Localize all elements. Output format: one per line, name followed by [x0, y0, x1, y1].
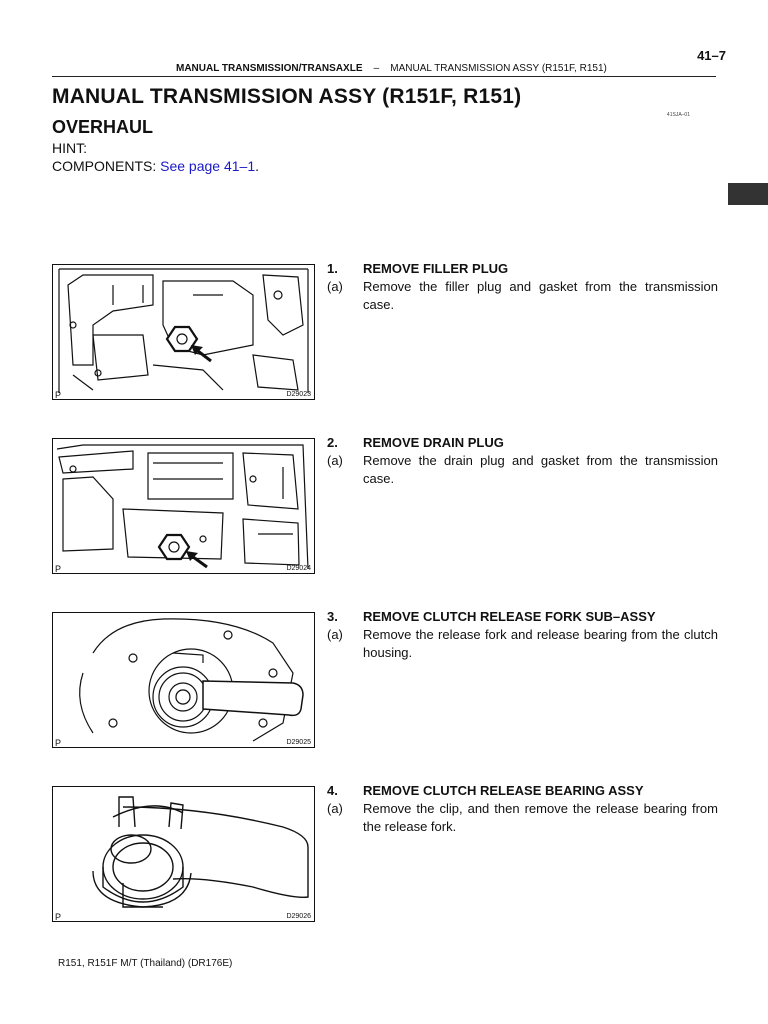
step-number: 2. [327, 435, 338, 450]
step-sub-label: (a) [327, 453, 343, 468]
step-text: Remove the drain plug and gasket from th… [363, 453, 718, 486]
step-3: 3. REMOVE CLUTCH RELEASE FORK SUB–ASSY (… [327, 608, 718, 662]
figure-mark: P [55, 738, 62, 748]
step-text: Remove the filler plug and gasket from t… [363, 279, 718, 312]
doc-code: 41SJA–01 [666, 112, 690, 118]
components-line: COMPONENTS: See page 41–1. [52, 158, 259, 174]
figure-id: D29023 [286, 391, 311, 398]
figure-mark: P [55, 390, 62, 400]
step-number: 1. [327, 261, 338, 276]
step-sub-label: (a) [327, 279, 343, 294]
figure-mark: P [55, 912, 62, 922]
section-subtitle: OVERHAUL [52, 117, 154, 137]
figure-release-bearing: P D29026 [52, 786, 315, 922]
page-number: 41–7 [697, 48, 726, 63]
hint-label: HINT: [52, 140, 87, 156]
step-number: 3. [327, 609, 338, 624]
components-link[interactable]: See page 41–1 [160, 158, 256, 174]
section-tab-marker [728, 183, 768, 205]
running-header: MANUAL TRANSMISSION/TRANSAXLE – MANUAL T… [176, 63, 607, 74]
figure-mark: P [55, 564, 62, 574]
step-4: 4. REMOVE CLUTCH RELEASE BEARING ASSY (a… [327, 782, 718, 836]
components-label: COMPONENTS: [52, 158, 157, 174]
release-fork-illustration [79, 618, 304, 742]
header-subsection: MANUAL TRANSMISSION ASSY (R151F, R151) [390, 63, 607, 74]
step-text: Remove the clip, and then remove the rel… [363, 801, 718, 834]
figure-release-fork: P D29025 [52, 612, 315, 748]
drain-plug-illustration [56, 444, 309, 570]
step-sub-label: (a) [327, 801, 343, 816]
figure-id: D29024 [286, 565, 311, 572]
filler-plug-illustration [58, 268, 309, 393]
header-rule [52, 76, 716, 77]
step-1: 1. REMOVE FILLER PLUG (a) Remove the fil… [327, 260, 718, 314]
figure-id: D29026 [286, 913, 311, 920]
header-section: MANUAL TRANSMISSION/TRANSAXLE [176, 63, 363, 74]
page-title: MANUAL TRANSMISSION ASSY (R151F, R151) [52, 85, 522, 108]
page-footer: R151, R151F M/T (Thailand) (DR176E) [58, 958, 233, 969]
step-heading: REMOVE CLUTCH RELEASE FORK SUB–ASSY [363, 609, 656, 624]
step-text: Remove the release fork and release bear… [363, 627, 718, 660]
step-2: 2. REMOVE DRAIN PLUG (a) Remove the drai… [327, 434, 718, 488]
figure-drain-plug: P D29024 [52, 438, 315, 574]
release-bearing-illustration [92, 796, 309, 908]
step-heading: REMOVE CLUTCH RELEASE BEARING ASSY [363, 783, 644, 798]
step-sub-label: (a) [327, 627, 343, 642]
step-number: 4. [327, 783, 338, 798]
figure-id: D29025 [286, 739, 311, 746]
step-heading: REMOVE DRAIN PLUG [363, 435, 504, 450]
step-heading: REMOVE FILLER PLUG [363, 261, 509, 276]
figure-filler-plug: P D29023 [52, 264, 315, 400]
header-separator: – [373, 63, 380, 74]
components-period: . [255, 158, 259, 174]
